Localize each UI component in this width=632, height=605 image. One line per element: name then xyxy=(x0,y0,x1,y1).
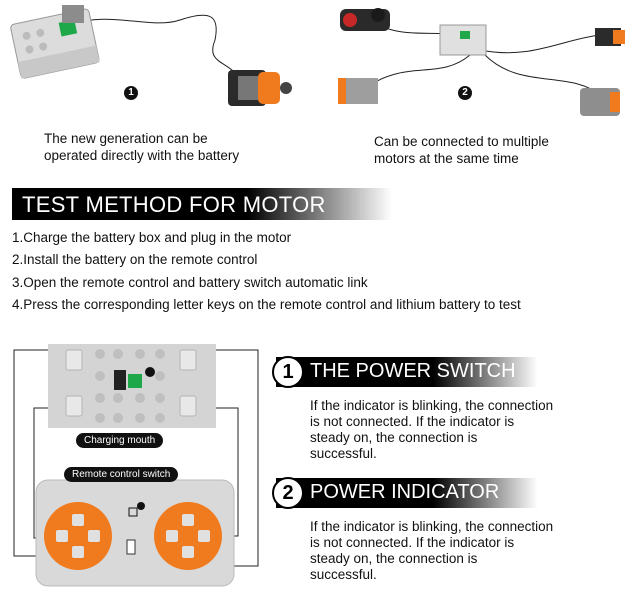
description-line: successful. xyxy=(310,446,377,461)
multi-motor-illustration xyxy=(330,0,632,125)
section-title: THE POWER SWITCH xyxy=(310,360,516,382)
step-badge-2: 2 xyxy=(458,86,472,100)
step-badge-1: 1 xyxy=(124,86,138,100)
remote-battery-diagram xyxy=(0,340,270,600)
battery-and-remote-image xyxy=(13,344,259,587)
caption-line: The new generation can be xyxy=(44,131,208,146)
section-title: POWER INDICATOR xyxy=(310,481,500,503)
caption-multiple-motors: Can be connected to multiple motors at t… xyxy=(374,133,549,167)
description-line: steady on, the connection is xyxy=(310,430,478,445)
power-switch-description: If the indicator is blinking, the connec… xyxy=(310,398,610,462)
charging-mouth-label: Charging mouth xyxy=(76,433,164,448)
section-number: 2 xyxy=(272,477,304,509)
test-method-banner: TEST METHOD FOR MOTOR xyxy=(12,188,392,220)
step-item: 3.Open the remote control and battery sw… xyxy=(12,275,368,290)
battery-box-with-motor-image xyxy=(10,5,292,106)
caption-line: Can be connected to multiple xyxy=(374,134,549,149)
battery-with-multiple-motors-image xyxy=(338,8,625,116)
description-line: steady on, the connection is xyxy=(310,551,478,566)
remote-control-switch-label: Remote control switch xyxy=(64,467,179,482)
description-line: is not connected. If the indicator is xyxy=(310,414,515,429)
description-line: successful. xyxy=(310,567,377,582)
caption-line: motors at the same time xyxy=(374,151,519,166)
power-indicator-description: If the indicator is blinking, the connec… xyxy=(310,519,610,583)
step-item: 2.Install the battery on the remote cont… xyxy=(12,252,258,267)
caption-line: operated directly with the battery xyxy=(44,148,240,163)
description-line: is not connected. If the indicator is xyxy=(310,535,515,550)
caption-battery-direct: The new generation can be operated direc… xyxy=(44,130,239,164)
power-switch-heading: 1 THE POWER SWITCH xyxy=(272,356,538,388)
description-line: If the indicator is blinking, the connec… xyxy=(310,398,554,413)
step-item: 1.Charge the battery box and plug in the… xyxy=(12,230,292,245)
description-line: If the indicator is blinking, the connec… xyxy=(310,519,554,534)
battery-motor-illustration xyxy=(0,0,310,125)
step-item: 4.Press the corresponding letter keys on… xyxy=(12,297,521,312)
banner-title: TEST METHOD FOR MOTOR xyxy=(22,192,326,217)
power-indicator-heading: 2 POWER INDICATOR xyxy=(272,477,538,509)
section-number: 1 xyxy=(272,356,304,388)
